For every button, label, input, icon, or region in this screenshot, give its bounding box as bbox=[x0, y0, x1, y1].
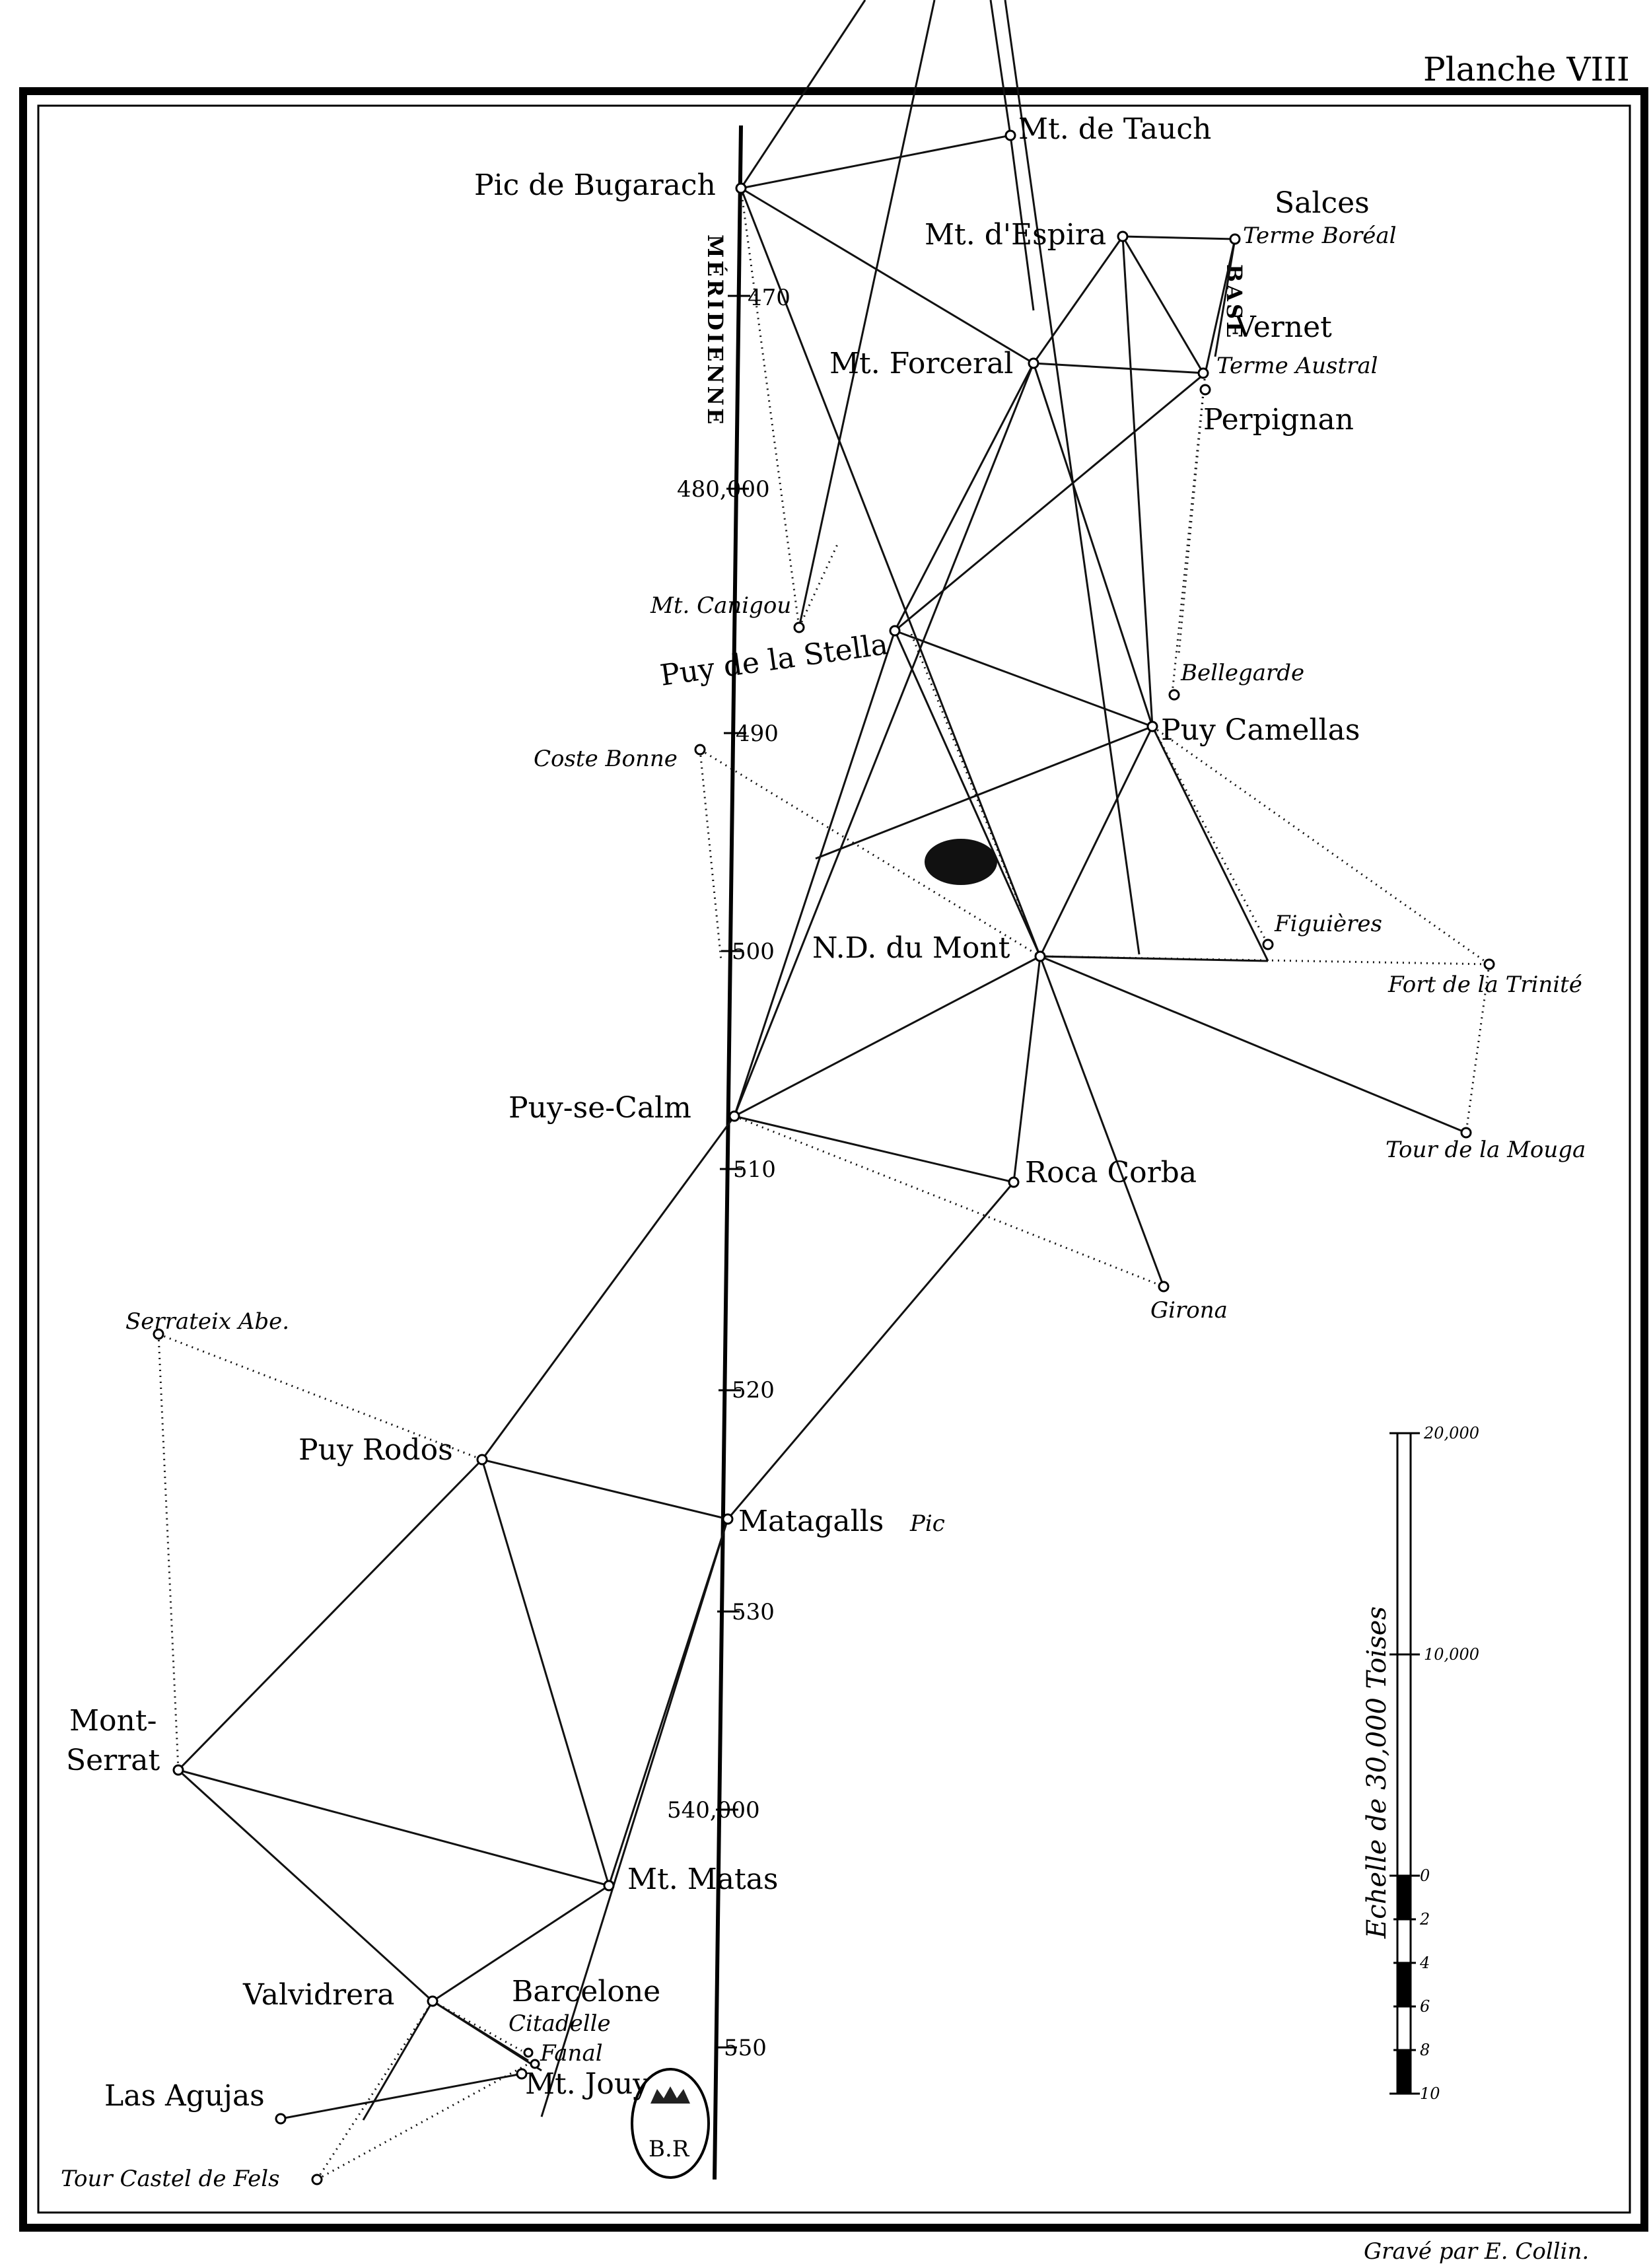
label-fanal: Fanal bbox=[540, 2040, 603, 2067]
engraver-credit: Gravé par E. Collin. bbox=[1364, 2238, 1589, 2265]
scale-label-8: 8 bbox=[1420, 2041, 1430, 2059]
scale-title: Echelle de 30,000 Toises bbox=[1362, 1606, 1392, 1939]
label-canigou: Mt. Canigou bbox=[650, 592, 791, 619]
label-mont-serrat-1: Mont- bbox=[69, 1704, 157, 1738]
station-terme-boreal bbox=[1229, 233, 1241, 245]
label-figueres: Figuières bbox=[1274, 911, 1382, 937]
meridian-ticks bbox=[715, 295, 750, 2049]
library-stamp: B.R bbox=[631, 2068, 710, 2179]
label-roca-corba: Roca Corba bbox=[1025, 1156, 1197, 1189]
mark-490: 490 bbox=[736, 721, 779, 747]
label-terme-boreal: Terme Boréal bbox=[1243, 223, 1397, 249]
mark-500: 500 bbox=[732, 939, 775, 965]
label-espira: Mt. d'Espira bbox=[925, 218, 1106, 252]
label-mont-serrat-2: Serrat bbox=[66, 1744, 160, 1777]
label-se-calm: Puy-se-Calm bbox=[509, 1091, 691, 1125]
station-matas bbox=[603, 1880, 615, 1892]
label-camellas: Puy Camellas bbox=[1161, 713, 1360, 747]
scale-label-2: 2 bbox=[1419, 1910, 1430, 1929]
label-barcelone: Barcelone bbox=[512, 1975, 660, 2008]
sight-lines bbox=[157, 188, 1491, 2181]
label-nd-mont: N.D. du Mont bbox=[812, 931, 1010, 965]
label-las-agujas: Las Agujas bbox=[104, 2079, 265, 2113]
station-girona bbox=[1158, 1281, 1170, 1293]
ink-blot bbox=[925, 839, 997, 885]
station-bellegarde bbox=[1168, 689, 1180, 701]
label-forceral: Mt. Forceral bbox=[829, 347, 1013, 380]
station-espira bbox=[1117, 230, 1129, 242]
scale-label-10: 10 bbox=[1420, 2084, 1440, 2103]
station-vernet bbox=[1197, 367, 1209, 379]
mark-530: 530 bbox=[732, 1599, 775, 1625]
station-matagalls bbox=[722, 1513, 734, 1525]
station-perpignan bbox=[1199, 384, 1211, 396]
meridian-marks: 470 480,000 490 500 510 520 530 540,000 … bbox=[667, 285, 790, 2061]
mark-550: 550 bbox=[724, 2035, 767, 2061]
label-matas: Mt. Matas bbox=[627, 1862, 779, 1896]
triangulation-lines bbox=[177, 134, 1467, 2121]
station-forceral bbox=[1028, 357, 1039, 369]
mark-510: 510 bbox=[733, 1156, 776, 1183]
scale-bar: 20,000 10,000 0 2 4 6 8 10 Echelle de 30… bbox=[1362, 1424, 1479, 2103]
scale-label-6: 6 bbox=[1420, 1997, 1430, 2016]
station-tauch bbox=[1004, 129, 1016, 141]
plate-label: Planche VIII bbox=[1423, 50, 1630, 89]
label-jouy: Mt. Jouy bbox=[525, 2067, 649, 2101]
scale-label-10000: 10,000 bbox=[1424, 1645, 1479, 1664]
outer-frame bbox=[19, 87, 1648, 2232]
station-mont-serrat bbox=[172, 1764, 184, 1776]
station-stella bbox=[889, 625, 901, 637]
label-pic-bugarach: Pic de Bugarach bbox=[474, 168, 716, 202]
station-jouy bbox=[516, 2068, 528, 2080]
station-nd-mont bbox=[1034, 950, 1046, 962]
label-mouga: Tour de la Mouga bbox=[1386, 1137, 1586, 1163]
mark-480000: 480,000 bbox=[677, 476, 770, 503]
station-pic-bugarach bbox=[735, 182, 747, 194]
label-valvidrera: Valvidrera bbox=[242, 1978, 394, 2012]
label-trinite: Fort de la Trinité bbox=[1388, 972, 1582, 998]
label-bellegarde: Bellegarde bbox=[1180, 660, 1304, 686]
station-se-calm bbox=[728, 1110, 740, 1122]
mark-520: 520 bbox=[732, 1377, 775, 1403]
label-stella: Puy de la Stella bbox=[658, 627, 890, 693]
scale-label-0: 0 bbox=[1420, 1866, 1430, 1885]
label-citadelle: Citadelle bbox=[509, 2010, 611, 2037]
label-serrateix: Serrateix Abe. bbox=[125, 1308, 289, 1335]
label-matagalls: Matagalls bbox=[738, 1505, 884, 1538]
label-perpignan: Perpignan bbox=[1203, 403, 1354, 437]
label-terme-austral: Terme Austral bbox=[1216, 353, 1378, 379]
label-tauch: Mt. de Tauch bbox=[1018, 112, 1211, 146]
station-roca-corba bbox=[1008, 1176, 1020, 1188]
station-coste-bonne bbox=[694, 744, 706, 756]
meridian-label: MÉRIDIENNE bbox=[703, 234, 728, 427]
label-matagalls-pic: Pic bbox=[909, 1510, 945, 1537]
station-mouga bbox=[1460, 1127, 1472, 1139]
scale-label-4: 4 bbox=[1419, 1954, 1430, 1972]
stamp-text: B.R bbox=[649, 2136, 690, 2162]
label-salces: Salces bbox=[1275, 186, 1370, 220]
label-castel-fels: Tour Castel de Fels bbox=[61, 2166, 280, 2192]
label-vernet: Vernet bbox=[1234, 310, 1332, 344]
station-canigou bbox=[793, 621, 805, 633]
station-las-agujas bbox=[275, 2113, 287, 2125]
label-rodos: Puy Rodos bbox=[299, 1433, 453, 1467]
station-fanal bbox=[530, 2059, 540, 2069]
station-markers bbox=[153, 129, 1495, 2185]
station-trinite bbox=[1483, 958, 1495, 970]
station-valvidrera bbox=[427, 1995, 439, 2007]
inner-frame bbox=[37, 104, 1631, 2214]
station-camellas bbox=[1146, 721, 1158, 732]
label-girona: Girona bbox=[1150, 1297, 1228, 1324]
station-citadelle bbox=[523, 2047, 534, 2058]
label-coste-bonne: Coste Bonne bbox=[534, 746, 678, 772]
scale-label-20000: 20,000 bbox=[1423, 1424, 1479, 1442]
off-map-lines bbox=[740, 0, 1141, 955]
station-castel-fels bbox=[311, 2174, 323, 2185]
station-rodos bbox=[476, 1454, 488, 1466]
meridian-line bbox=[713, 125, 743, 2180]
station-serrateix bbox=[153, 1328, 164, 1340]
station-figueres bbox=[1262, 939, 1274, 950]
mark-540000: 540,000 bbox=[667, 1797, 760, 1824]
